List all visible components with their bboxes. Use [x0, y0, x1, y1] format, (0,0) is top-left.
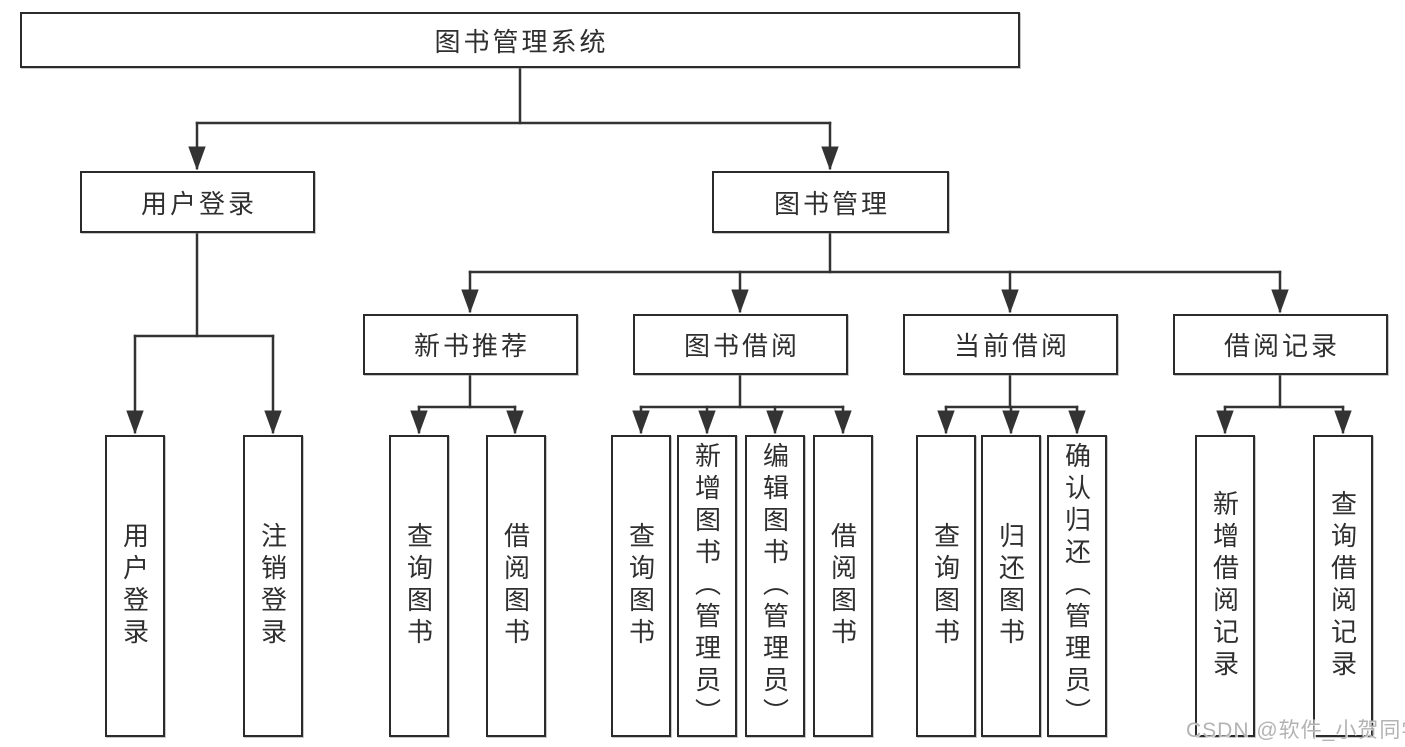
node-label: 查询图书 [403, 522, 434, 650]
node-label: 用户登录 [119, 522, 150, 650]
node-label: 新书推荐 [413, 331, 530, 361]
leaf-query-borrow-record: 查询借阅记录 [1313, 435, 1373, 737]
node-label: 借阅图书 [500, 522, 531, 650]
node-current-borrow: 当前借阅 [903, 314, 1118, 375]
node-book-management: 图书管理 [712, 171, 949, 233]
node-label: 用户登录 [140, 188, 257, 219]
leaf-query-books-2: 查询图书 [611, 435, 671, 737]
node-label: 当前借阅 [953, 331, 1070, 361]
leaf-add-borrow-record: 新增借阅记录 [1195, 435, 1255, 737]
leaf-borrow-books-2: 借阅图书 [813, 435, 873, 737]
node-label: 借阅记录 [1223, 331, 1340, 361]
node-new-book-recommend: 新书推荐 [363, 314, 578, 375]
node-label: 新增图书（管理员） [691, 442, 722, 730]
leaf-return-books: 归还图书 [981, 435, 1041, 737]
leaf-add-book-admin: 新增图书（管理员） [677, 435, 737, 737]
leaf-confirm-return-admin: 确认归还（管理员） [1047, 435, 1107, 737]
node-label: 新增借阅记录 [1209, 490, 1240, 682]
node-label: 借阅图书 [827, 522, 858, 650]
node-borrow-records: 借阅记录 [1173, 314, 1388, 375]
leaf-query-books-1: 查询图书 [389, 435, 449, 737]
leaf-query-books-3: 查询图书 [916, 435, 976, 737]
node-label: 图书管理系统 [434, 26, 609, 57]
leaf-user-login: 用户登录 [105, 435, 165, 737]
leaf-borrow-books-1: 借阅图书 [486, 435, 546, 737]
node-label: 注销登录 [257, 522, 288, 650]
node-book-borrow: 图书借阅 [633, 314, 848, 375]
node-label: 查询图书 [625, 522, 656, 650]
leaf-logout-login: 注销登录 [243, 435, 303, 737]
node-label: 图书借阅 [683, 331, 800, 361]
watermark: CSDN @软件_小贺同学 [1186, 719, 1405, 742]
node-library-system: 图书管理系统 [20, 12, 1020, 68]
node-label: 确认归还（管理员） [1061, 442, 1092, 730]
node-label: 查询图书 [930, 522, 961, 650]
node-label: 查询借阅记录 [1327, 490, 1358, 682]
node-label: 归还图书 [995, 522, 1026, 650]
node-user-login-group: 用户登录 [80, 171, 315, 233]
node-label: 图书管理 [773, 188, 890, 219]
leaf-edit-book-admin: 编辑图书（管理员） [745, 435, 805, 737]
node-label: 编辑图书（管理员） [759, 442, 790, 730]
